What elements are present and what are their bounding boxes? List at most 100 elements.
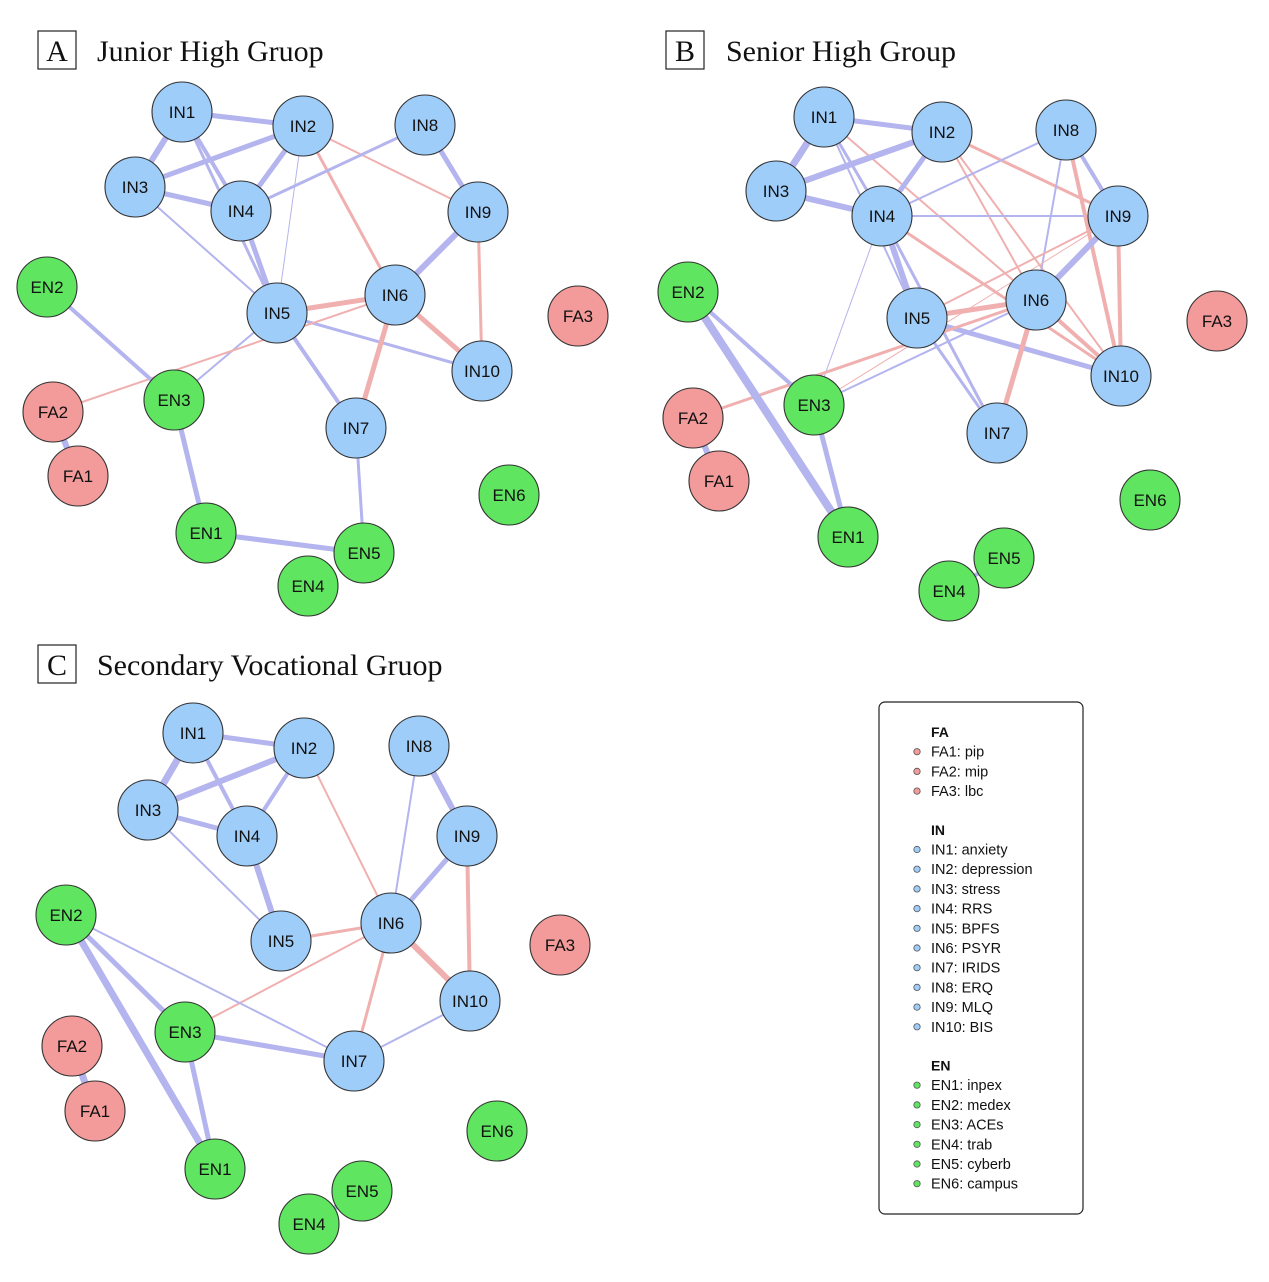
node-en1: EN1 [817,506,879,568]
node-fa1: FA1 [47,445,109,507]
node-circle [662,387,724,449]
node-label: EN3 [168,1023,201,1042]
node-circle [175,502,237,564]
node-circle [466,1100,528,1162]
node-circle [246,282,308,344]
node-circle [250,910,312,972]
node-circle [886,287,948,349]
panel-b-title: Senior High Group [726,35,956,68]
edge-in6-fa2 [691,298,1038,420]
node-label: IN7 [343,419,369,438]
node-circle [388,715,450,777]
node-circle [325,397,387,459]
node-circle [333,522,395,584]
node-en4: EN4 [277,555,339,617]
panel-a-network: IN1IN2IN3IN4IN5IN6IN7IN8IN9IN10EN1EN2EN3… [16,81,609,617]
node-fa1: FA1 [688,450,750,512]
legend-dot [913,748,921,756]
node-label: IN5 [268,932,294,951]
panel-a-letter: A [46,35,68,68]
node-en4: EN4 [278,1193,340,1255]
edge-in3-in5 [147,809,282,942]
node-label: IN2 [929,123,955,142]
legend-item: IN2: depression [931,862,1033,878]
node-in9: IN9 [447,181,509,243]
node-circle [184,1138,246,1200]
node-label: EN3 [797,396,830,415]
node-label: IN1 [169,103,195,122]
node-fa2: FA2 [662,387,724,449]
node-label: IN2 [290,117,316,136]
legend-item: IN4: RRS [931,902,992,918]
node-label: FA2 [57,1037,87,1056]
node-en6: EN6 [1119,469,1181,531]
panel-a-title: Junior High Gruop [97,35,324,68]
legend-item: EN4: trab [931,1137,992,1153]
node-label: IN8 [1053,121,1079,140]
node-label: IN7 [341,1052,367,1071]
legend-dot [913,1180,921,1188]
node-label: IN2 [291,739,317,758]
node-en4: EN4 [918,560,980,622]
node-en2: EN2 [657,261,719,323]
node-fa2: FA2 [41,1015,103,1077]
node-label: EN1 [198,1160,231,1179]
node-label: IN6 [1023,291,1049,310]
node-label: IN4 [234,827,260,846]
node-in2: IN2 [272,95,334,157]
node-en5: EN5 [973,527,1035,589]
node-en5: EN5 [331,1160,393,1222]
node-in7: IN7 [325,397,387,459]
node-in6: IN6 [364,264,426,326]
node-circle [364,264,426,326]
node-fa1: FA1 [64,1080,126,1142]
node-label: IN4 [869,207,895,226]
node-circle [1087,185,1149,247]
node-label: EN2 [49,906,82,925]
node-circle [447,181,509,243]
legend-dot [913,1160,921,1168]
legend-item: IN6: PSYR [931,941,1001,957]
node-circle [272,95,334,157]
node-label: EN5 [987,549,1020,568]
node-label: FA3 [563,307,593,326]
node-label: EN3 [157,391,190,410]
node-in7: IN7 [966,402,1028,464]
edge-in4-in8 [239,123,427,213]
legend-dot [913,865,921,873]
node-fa3: FA3 [529,914,591,976]
edge-in2-in9 [940,130,1120,218]
node-circle [278,1193,340,1255]
legend-item: EN5: cyberb [931,1157,1011,1173]
node-circle [210,180,272,242]
node-circle [817,506,879,568]
node-label: IN3 [135,801,161,820]
edge-in2-in5 [276,125,304,314]
node-circle [688,450,750,512]
node-fa2: FA2 [22,381,84,443]
node-label: EN5 [345,1182,378,1201]
node-in4: IN4 [851,185,913,247]
node-circle [151,81,213,143]
node-circle [793,86,855,148]
edge-in3-in5 [134,186,278,314]
node-circle [360,892,422,954]
node-circle [162,702,224,764]
legend-item: FA3: lbc [931,784,983,800]
node-circle [154,1001,216,1063]
legend-dot [913,944,921,952]
node-label: IN1 [180,724,206,743]
node-fa3: FA3 [1186,290,1248,352]
node-circle [394,94,456,156]
node-circle [143,369,205,431]
node-label: IN9 [465,203,491,222]
node-circle [104,156,166,218]
node-in10: IN10 [439,970,501,1032]
panel-a-letter-box [37,30,77,70]
node-label: IN4 [228,202,254,221]
node-in8: IN8 [388,715,450,777]
edge-en2-en1 [684,288,852,541]
node-en6: EN6 [478,464,540,526]
